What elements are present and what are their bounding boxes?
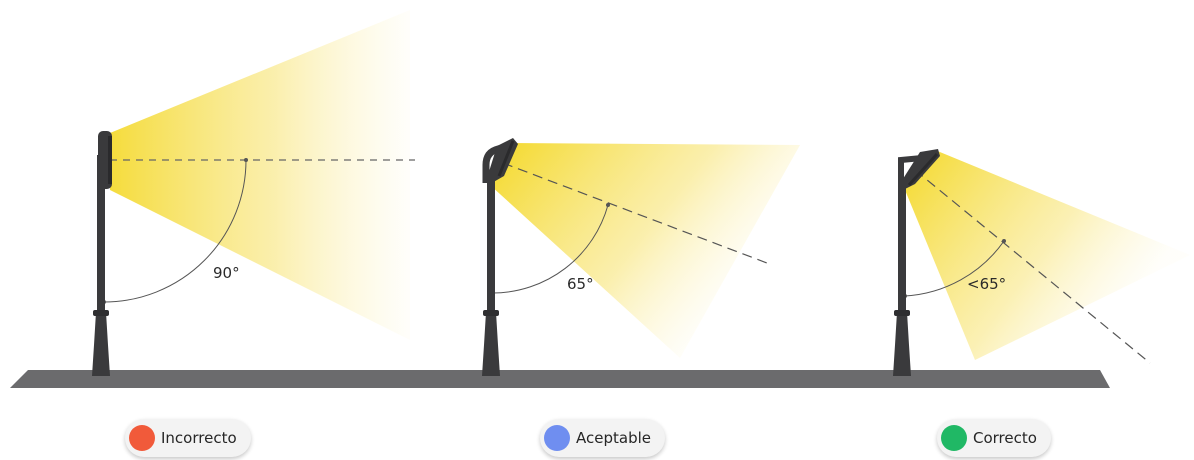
ground — [10, 370, 1110, 388]
green-status-dot-icon — [941, 425, 967, 451]
angle-label: 90° — [213, 264, 240, 282]
angle-label: <65° — [967, 275, 1006, 293]
dashed-angled-line — [914, 169, 1151, 364]
angle-arc — [103, 159, 247, 303]
legend-correct-badge: Correcto — [937, 419, 1051, 457]
luminaire-incorrect: 90° — [92, 10, 415, 376]
street-light-pole — [893, 149, 940, 376]
light-beam — [110, 10, 410, 340]
luminaire-correct: <65° — [893, 149, 1190, 376]
red-status-dot-icon — [129, 425, 155, 451]
blue-status-dot-icon — [544, 425, 570, 451]
angle-label: 65° — [567, 275, 594, 293]
legend-label: Aceptable — [576, 429, 651, 447]
legend-label: Correcto — [973, 429, 1037, 447]
street-light-pole — [482, 138, 518, 376]
angle-arc — [492, 204, 609, 294]
luminaire-acceptable: 65° — [482, 138, 800, 376]
legend-acceptable-badge: Aceptable — [540, 419, 665, 457]
light-beam — [490, 143, 800, 358]
angle-arc — [904, 240, 1005, 297]
legend-incorrect-badge: Incorrecto — [125, 419, 251, 457]
street-light-pole — [92, 131, 112, 376]
legend-label: Incorrecto — [161, 429, 237, 447]
light-beam — [905, 150, 1190, 360]
